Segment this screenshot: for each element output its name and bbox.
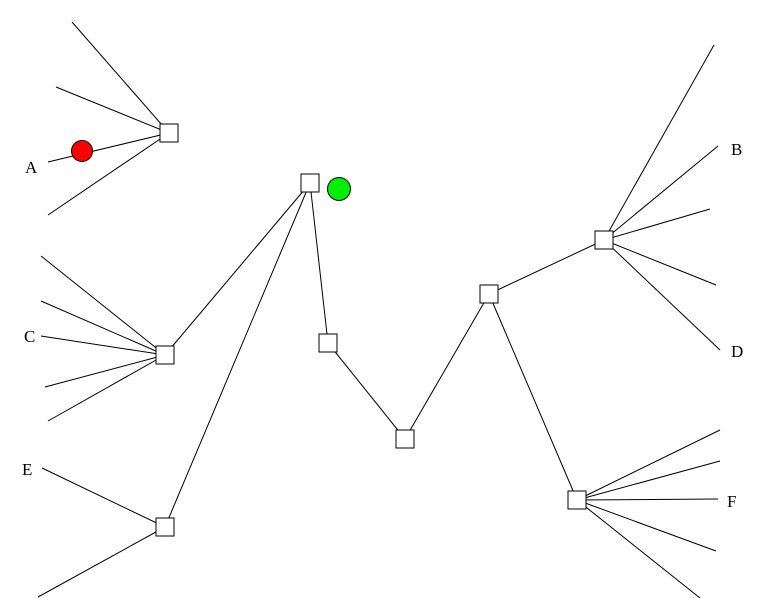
edge-n2-n4 xyxy=(164,182,311,356)
leaf-edge xyxy=(576,460,721,501)
label-d: D xyxy=(731,342,743,361)
label-e: E xyxy=(22,460,32,479)
leaf-edges-n9 xyxy=(603,44,721,351)
double-edge-n6-n7-gap-2 xyxy=(329,340,408,439)
leaf-edge xyxy=(603,145,719,241)
node-square[interactable] xyxy=(318,333,338,353)
leaf-edges-n1 xyxy=(47,21,170,216)
double-edge-n8-n9 xyxy=(488,239,605,295)
label-a: A xyxy=(25,158,38,177)
nodes xyxy=(155,123,614,537)
double-edge-n8-n9-gap-1 xyxy=(487,236,604,294)
edge-n8-n10 xyxy=(488,293,578,501)
leaf-edge xyxy=(40,335,166,356)
leaf-edge xyxy=(603,239,717,286)
red-marker[interactable] xyxy=(71,140,93,162)
internal-edges xyxy=(164,182,578,528)
double-edge-n8-n9-gap-2 xyxy=(489,240,606,298)
leaf-edge xyxy=(576,498,719,501)
leaf-edges-n10 xyxy=(576,429,721,598)
edge-n2-n6 xyxy=(309,182,329,344)
leaf-edges-n4 xyxy=(40,255,166,422)
node-square[interactable] xyxy=(479,284,499,304)
double-edge-n6-n7-gap-1 xyxy=(325,343,404,442)
leaf-edge xyxy=(37,526,166,598)
leaf-edge xyxy=(576,499,701,598)
leaf-edge xyxy=(47,132,170,216)
edge-n8-n7 xyxy=(404,293,490,440)
node-square[interactable] xyxy=(567,490,587,510)
node-square[interactable] xyxy=(159,123,179,143)
leaf-edge xyxy=(55,86,170,134)
leaf-edges-n5 xyxy=(37,467,166,598)
node-square[interactable] xyxy=(395,429,415,449)
node-square[interactable] xyxy=(155,345,175,365)
leaf-edge xyxy=(603,44,715,241)
leaf-edge xyxy=(40,300,166,356)
leaf-edge xyxy=(40,255,166,356)
leaf-edge xyxy=(603,208,711,241)
leaf-edge xyxy=(41,467,166,528)
leaf-edge xyxy=(576,429,721,501)
leaf-edge xyxy=(71,21,170,134)
double-edges xyxy=(168,131,606,442)
double-edge-n1-n2-gap xyxy=(168,131,311,185)
label-b: B xyxy=(731,140,742,159)
leaf-edge xyxy=(47,354,166,422)
label-c: C xyxy=(24,327,35,346)
leaf-edge xyxy=(603,239,721,351)
leaf-edge xyxy=(44,354,166,388)
edge-n2-n5 xyxy=(164,182,311,528)
node-square[interactable] xyxy=(155,517,175,537)
leaf-edge xyxy=(47,132,170,163)
green-marker[interactable] xyxy=(327,177,351,201)
node-square[interactable] xyxy=(300,173,320,193)
double-edge-n2-n8-gap xyxy=(309,181,490,296)
label-f: F xyxy=(727,492,736,511)
double-edge-n6-n7 xyxy=(327,342,406,440)
leaf-edge xyxy=(576,499,717,552)
node-square[interactable] xyxy=(594,230,614,250)
